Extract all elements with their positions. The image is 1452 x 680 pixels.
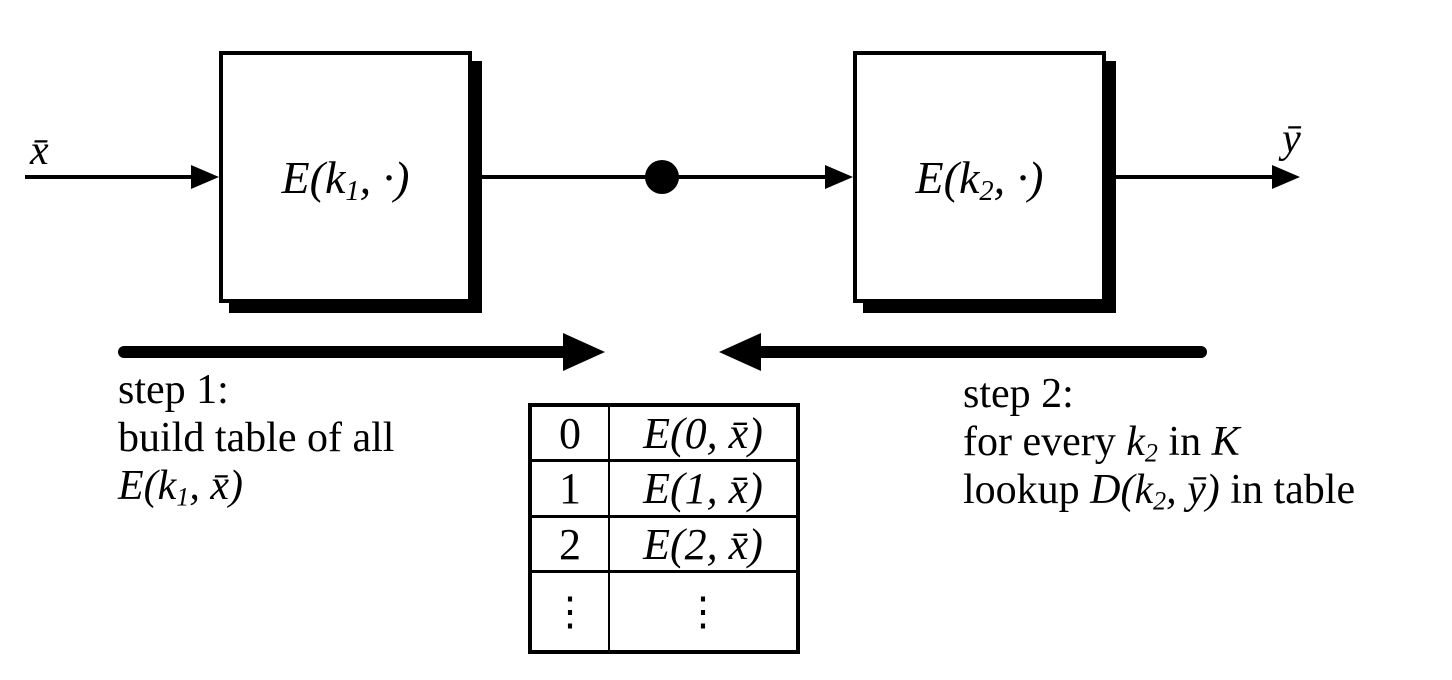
step2-description-line1: for every k2 in K — [963, 419, 1240, 468]
table-cell-key: 0 — [559, 408, 581, 458]
table-cell-value: E(0, x̄) — [608, 407, 796, 459]
output-arrowhead-icon — [1272, 165, 1300, 189]
step2-caption: step 2: for every k2 in K lookup D(k2, ȳ… — [963, 370, 1355, 514]
output-line — [1105, 175, 1274, 179]
step2-arrow-icon — [755, 346, 1207, 358]
step1-description: build table of all — [118, 415, 395, 461]
table-cell-value: ⋮ — [608, 570, 796, 650]
table-cell-key: ⋮ — [532, 570, 608, 650]
step2-arrowhead-icon — [719, 333, 761, 371]
step1-caption: step 1: build table of all E(k1, x̄) — [118, 366, 394, 510]
step2-description-line2: lookup D(k2, ȳ) in table — [963, 467, 1356, 516]
middle-arrowhead-icon — [825, 165, 853, 189]
step1-arrow-icon — [118, 346, 570, 358]
step1-formula: E(k1, x̄) — [118, 463, 243, 512]
step1-title: step 1: — [118, 367, 229, 413]
cipher-box-1-label: E(k1, ·) — [281, 151, 410, 207]
input-line — [25, 175, 193, 179]
cipher-box-2: E(k2, ·) — [853, 51, 1106, 303]
ciphertext-label: ȳ — [1282, 116, 1301, 162]
junction-dot — [645, 160, 679, 194]
plaintext-label: x̄ — [30, 128, 49, 174]
lookup-table: 0 E(0, x̄) 1 E(1, x̄) 2 E(2, x̄) ⋮ ⋮ — [528, 403, 800, 654]
table-cell-value: E(2, x̄) — [608, 515, 796, 570]
table-cell-key: 2 — [532, 515, 608, 570]
step1-arrowhead-icon — [563, 333, 605, 371]
table-cell-key: 1 — [532, 459, 608, 515]
cipher-box-2-label: E(k2, ·) — [915, 151, 1044, 207]
input-arrowhead-icon — [191, 165, 219, 189]
step2-title: step 2: — [963, 371, 1074, 417]
table-cell-value: E(1, x̄) — [608, 459, 796, 515]
keyspace-symbol: K — [1211, 419, 1240, 465]
cipher-box-1: E(k1, ·) — [219, 51, 472, 303]
